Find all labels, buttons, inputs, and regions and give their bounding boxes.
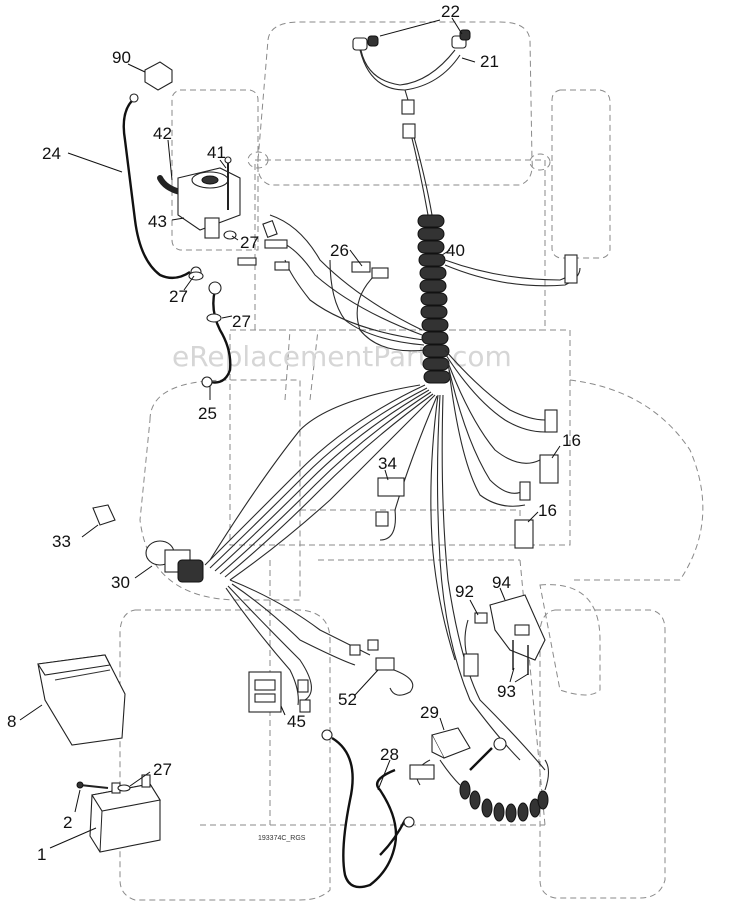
switch-16-upper <box>539 454 559 484</box>
callout-93: 93 <box>497 682 516 701</box>
callout-27-b: 27 <box>169 287 188 306</box>
harness-terminals <box>237 220 389 279</box>
harness-coil-40 <box>417 214 451 384</box>
callout-92: 92 <box>455 582 474 601</box>
part-52 <box>297 639 414 713</box>
callout-30: 30 <box>111 573 130 592</box>
callout-40: 40 <box>446 241 465 260</box>
callout-90: 90 <box>112 48 131 67</box>
leader-lines <box>19 17 561 849</box>
coil-cord <box>439 759 550 823</box>
callout-22: 22 <box>441 2 460 21</box>
headlight-bulb-left <box>352 37 368 51</box>
callout-25: 25 <box>198 404 217 423</box>
callout-16-b: 16 <box>538 501 557 520</box>
battery-1 <box>76 774 161 853</box>
callout-24: 24 <box>42 144 61 163</box>
switch-29 <box>409 727 471 786</box>
seat-switch-assembly <box>463 594 546 677</box>
callout-labels: 22 21 90 42 41 24 43 27 27 27 25 26 40 3… <box>7 2 581 864</box>
callout-26: 26 <box>330 241 349 260</box>
callout-29: 29 <box>420 703 439 722</box>
headlight-connector <box>401 99 415 115</box>
callout-8: 8 <box>7 712 16 731</box>
ignition-switch-30 <box>145 540 204 583</box>
callout-42: 42 <box>153 124 172 143</box>
callout-33: 33 <box>52 532 71 551</box>
connectors-16 <box>514 254 578 549</box>
switch-16-lower <box>514 519 534 549</box>
cable-24 <box>122 61 202 280</box>
battery-box-8 <box>37 654 126 746</box>
callout-2: 2 <box>63 813 72 832</box>
callout-45: 45 <box>287 712 306 731</box>
callout-21: 21 <box>480 52 499 71</box>
callout-41: 41 <box>207 143 226 162</box>
callout-1: 1 <box>37 845 46 864</box>
main-harness <box>204 129 581 771</box>
starter-solenoid-43 <box>157 156 241 240</box>
cable-25 <box>188 271 232 388</box>
terminal-cap-90 <box>144 61 173 91</box>
ignition-key-33 <box>92 504 116 526</box>
drawing-number: 193374C_RGS <box>258 835 306 842</box>
callout-52: 52 <box>338 690 357 709</box>
switch-34 <box>377 477 405 497</box>
callout-94: 94 <box>492 573 511 592</box>
callout-27-d: 27 <box>153 760 172 779</box>
callout-34: 34 <box>378 454 397 473</box>
callout-27-c: 27 <box>232 312 251 331</box>
harness-headlight-connector <box>402 123 416 139</box>
callout-43: 43 <box>148 212 167 231</box>
module-45 <box>248 671 282 713</box>
headlight-harness <box>352 29 471 139</box>
callout-16-a: 16 <box>562 431 581 450</box>
cable-28 <box>321 729 507 889</box>
callout-27-a: 27 <box>240 233 259 252</box>
callout-28: 28 <box>380 745 399 764</box>
